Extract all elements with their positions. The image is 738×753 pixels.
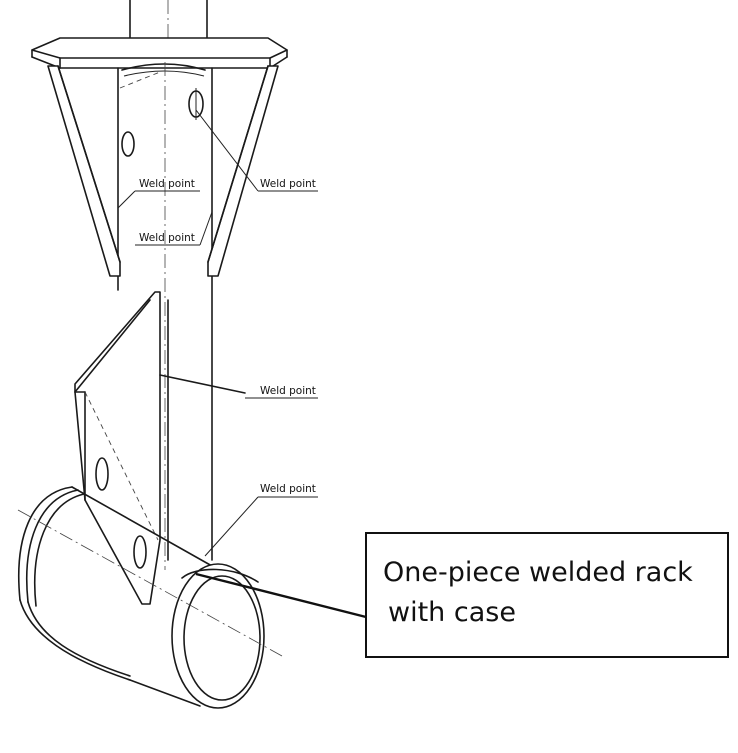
- callout-leader: [195, 572, 367, 619]
- callout-line-1: One-piece welded rack: [383, 557, 693, 588]
- callout-line-2: with case: [388, 597, 516, 628]
- weld-point-label-left-upper: Weld point: [139, 178, 195, 190]
- weld-leaders: [117, 109, 318, 557]
- weld-point-label-left-lower: Weld point: [139, 232, 195, 244]
- weld-point-label-right-lower: Weld point: [260, 483, 316, 495]
- left-gusset: [47, 65, 121, 277]
- case-tube: [17, 486, 283, 709]
- main-tube: [117, 62, 213, 570]
- callout-box: One-piece welded rack with case: [365, 532, 729, 658]
- weld-point-label-right-middle: Weld point: [260, 385, 316, 397]
- side-plate: [74, 291, 246, 605]
- weld-point-label-right-upper: Weld point: [260, 178, 316, 190]
- tube-bolt-holes: [121, 88, 204, 157]
